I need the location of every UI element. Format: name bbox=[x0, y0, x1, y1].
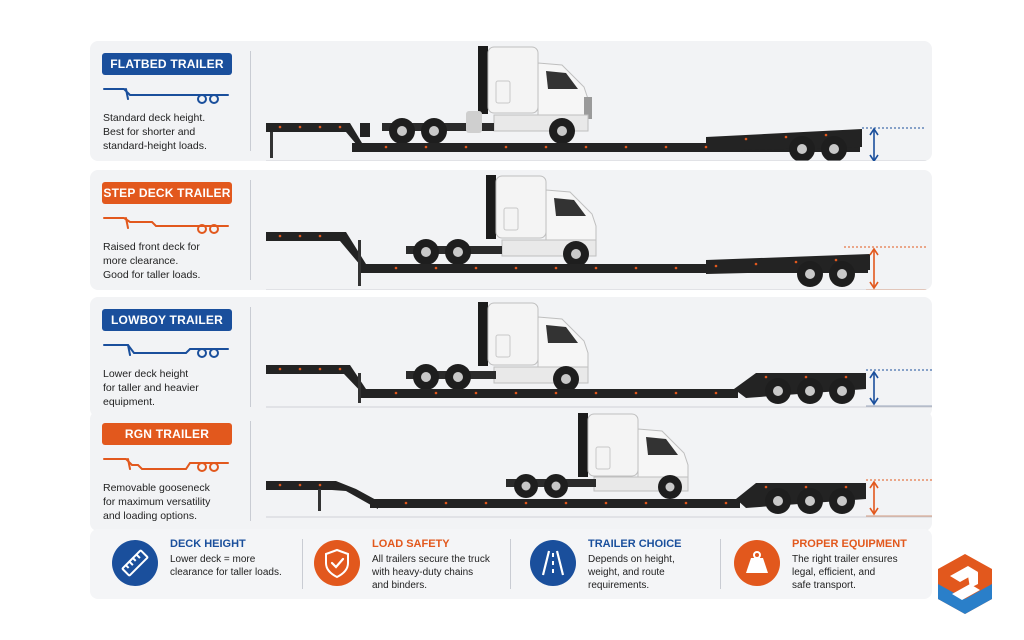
feature-title: PROPER EQUIPMENT bbox=[792, 538, 907, 550]
trailer-description: Raised front deck for more clearance. Go… bbox=[103, 241, 201, 281]
trailer-description: Removable gooseneck for maximum versatil… bbox=[103, 482, 211, 522]
flatbed-trailer-icon bbox=[103, 88, 229, 104]
truck bbox=[382, 46, 592, 144]
divider bbox=[250, 421, 251, 521]
weight-icon bbox=[734, 540, 780, 586]
trailer-panel-rgn: RGN TRAILER Removable gooseneck for maxi… bbox=[90, 411, 932, 531]
trailer bbox=[266, 481, 932, 518]
lowboy-trailer-icon bbox=[103, 344, 229, 358]
brand-logo-icon bbox=[938, 554, 992, 614]
truck bbox=[406, 175, 597, 267]
feature-title: LOAD SAFETY bbox=[372, 538, 450, 550]
trailer-title: FLATBED TRAILER bbox=[102, 53, 232, 75]
trailer-panel-flatbed: FLATBED TRAILER Standard deck height. Be… bbox=[90, 41, 932, 161]
trailer bbox=[266, 123, 932, 161]
divider bbox=[510, 539, 511, 589]
road-icon bbox=[530, 540, 576, 586]
trailer-panel-step-deck: STEP DECK TRAILER Raised front deck for … bbox=[90, 170, 932, 290]
flatbed-trailer-scene bbox=[266, 46, 932, 161]
truck bbox=[406, 302, 589, 392]
divider bbox=[250, 51, 251, 151]
trailer-title: RGN TRAILER bbox=[102, 423, 232, 445]
feature-description: Depends on height, weight, and route req… bbox=[588, 554, 675, 591]
divider bbox=[250, 307, 251, 407]
rgn-trailer-icon bbox=[103, 458, 229, 472]
trailer-title: STEP DECK TRAILER bbox=[102, 182, 232, 204]
deck-height-indicator bbox=[844, 246, 932, 290]
feature-description: The right trailer ensures legal, efficie… bbox=[792, 554, 898, 591]
deck-height-indicator bbox=[866, 369, 932, 407]
truck bbox=[506, 413, 689, 499]
trailer-description: Standard deck height. Best for shorter a… bbox=[103, 112, 207, 152]
feature-description: All trailers secure the truck with heavy… bbox=[372, 554, 490, 591]
trailer-title: LOWBOY TRAILER bbox=[102, 309, 232, 331]
trailer bbox=[266, 365, 932, 408]
trailer bbox=[266, 232, 932, 290]
step-deck-trailer-scene bbox=[266, 175, 932, 290]
divider bbox=[720, 539, 721, 589]
deck-height-indicator bbox=[866, 479, 932, 517]
step-deck-trailer-icon bbox=[103, 217, 229, 234]
rgn-trailer-scene bbox=[266, 413, 932, 518]
shield-check-icon bbox=[314, 540, 360, 586]
deck-height-indicator bbox=[862, 127, 926, 161]
feature-description: Lower deck = more clearance for taller l… bbox=[170, 554, 282, 578]
feature-title: DECK HEIGHT bbox=[170, 538, 246, 550]
divider bbox=[250, 180, 251, 280]
feature-title: TRAILER CHOICE bbox=[588, 538, 682, 550]
trailer-description: Lower deck height for taller and heavier… bbox=[103, 368, 199, 408]
lowboy-trailer-scene bbox=[266, 302, 932, 408]
trailer-panel-lowboy: LOWBOY TRAILER Lower deck height for tal… bbox=[90, 297, 932, 417]
ruler-icon bbox=[112, 540, 158, 586]
features-bar: DECK HEIGHT Lower deck = more clearance … bbox=[90, 529, 932, 599]
divider bbox=[302, 539, 303, 589]
